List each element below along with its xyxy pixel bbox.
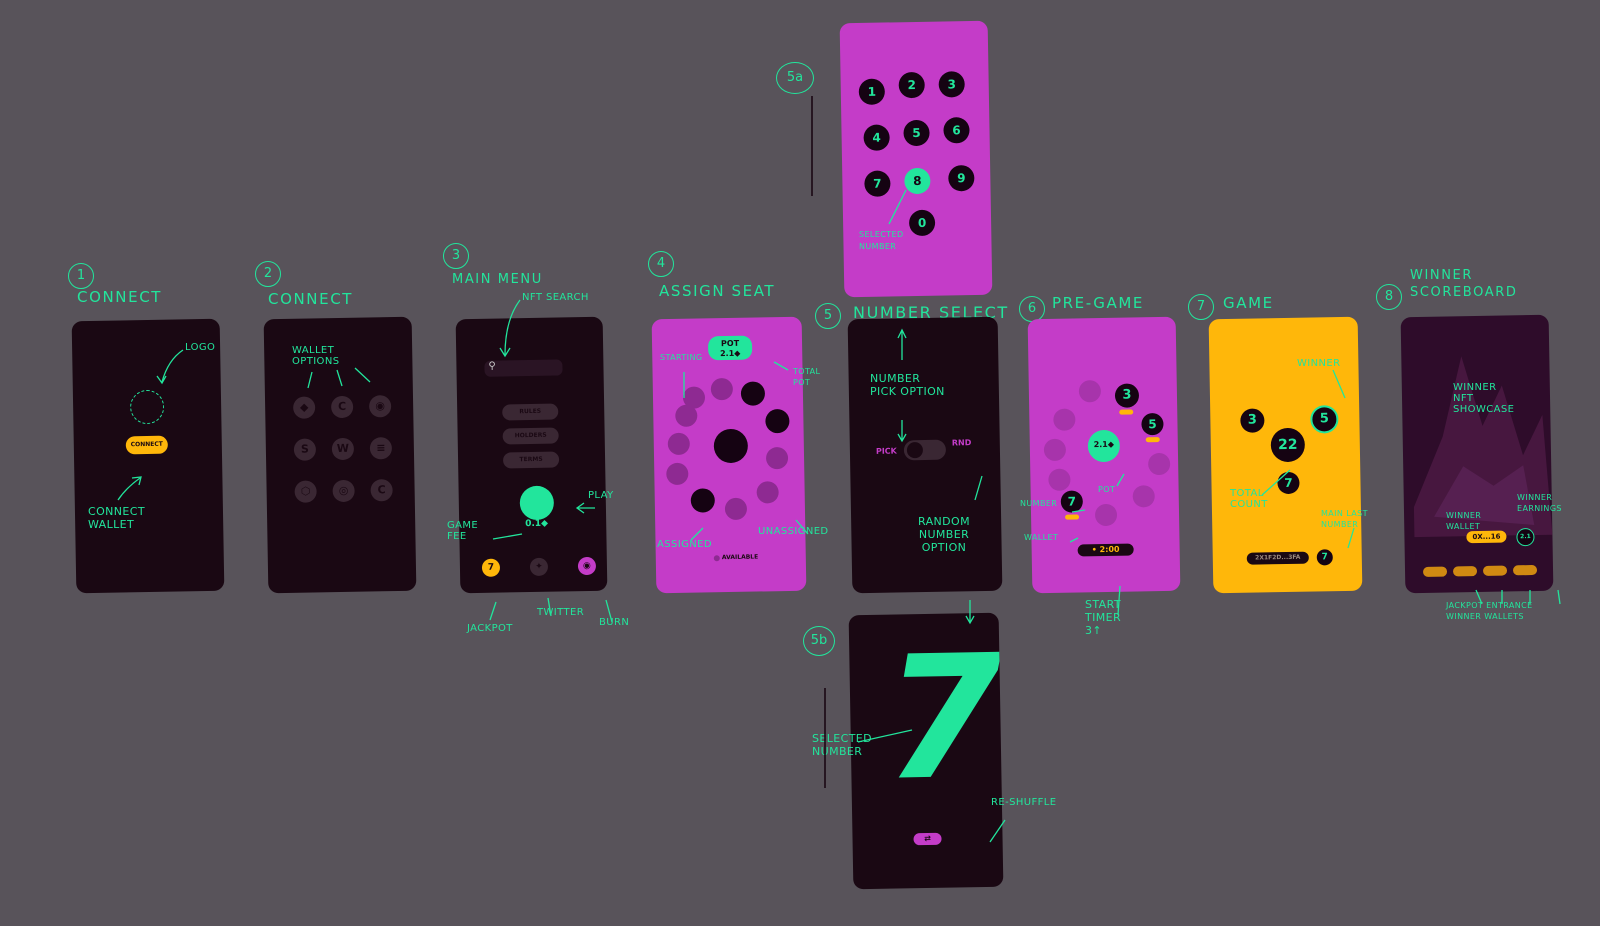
step-number: 7 bbox=[1188, 294, 1214, 320]
nft-showcase-art bbox=[1413, 356, 1553, 538]
note-burn: BURN bbox=[599, 617, 630, 628]
note-total-pot: TOTAL POT bbox=[793, 367, 821, 387]
note-wallet-options: WALLET OPTIONS bbox=[292, 345, 340, 367]
divider-line bbox=[811, 96, 813, 196]
screen-winner-scoreboard: 0X...16 2.1 bbox=[1400, 314, 1554, 594]
note-number: NUMBER bbox=[1020, 499, 1058, 508]
step-number: 2 bbox=[255, 261, 281, 287]
step-number: 1 bbox=[68, 263, 94, 289]
note-selected-number: SELECTED NUMBER bbox=[859, 230, 904, 251]
note-jackpot-winner-wallets: JACKPOT ENTRANCE WINNER WALLETS bbox=[1446, 601, 1533, 621]
step-number: 4 bbox=[648, 251, 674, 277]
step-title: WINNER SCOREBOARD bbox=[1410, 268, 1518, 300]
step-title: ASSIGN SEAT bbox=[659, 282, 776, 300]
note-unassigned: UNASSIGNED bbox=[758, 526, 829, 537]
step-number: 3 bbox=[443, 243, 469, 269]
note-jackpot: JACKPOT bbox=[467, 623, 513, 634]
note-wallet: WALLET bbox=[1024, 533, 1059, 542]
note-pot: POT bbox=[1098, 485, 1116, 494]
note-nft-search: NFT SEARCH bbox=[522, 292, 589, 303]
step-title: CONNECT bbox=[77, 288, 163, 306]
note-starting: STARTING bbox=[660, 353, 703, 362]
note-winner-nft-showcase: WINNER NFT SHOWCASE bbox=[1453, 382, 1515, 415]
note-reshuffle: RE-SHUFFLE bbox=[991, 797, 1057, 808]
note-connect-wallet: CONNECT WALLET bbox=[88, 505, 145, 531]
note-play: PLAY bbox=[588, 490, 614, 501]
note-winner-wallet: WINNER WALLET bbox=[1446, 511, 1482, 531]
step-title: CONNECT bbox=[268, 290, 354, 308]
note-game-fee: GAME FEE bbox=[447, 520, 479, 542]
note-assigned: ASSIGNED bbox=[657, 539, 712, 550]
step-title: PRE-GAME bbox=[1052, 294, 1145, 312]
note-winner: WINNER bbox=[1297, 358, 1341, 369]
note-twitter: TWITTER bbox=[537, 607, 585, 618]
note-logo: LOGO bbox=[185, 342, 216, 353]
note-random-number-option: RANDOM NUMBER OPTION bbox=[918, 515, 970, 554]
divider-line bbox=[824, 688, 826, 788]
step-title: MAIN MENU bbox=[452, 272, 543, 287]
step-number: 8 bbox=[1376, 284, 1402, 310]
note-number-pick-option: NUMBER PICK OPTION bbox=[870, 372, 945, 398]
note-start-timer: START TIMER 3↑ bbox=[1085, 598, 1122, 637]
note-winner-earnings: WINNER EARNINGS bbox=[1517, 493, 1562, 513]
note-main-last-number: MAIN LAST NUMBER bbox=[1321, 509, 1368, 529]
step-number: 5 bbox=[815, 303, 841, 329]
step-title: GAME bbox=[1223, 294, 1274, 312]
step-number: 5b bbox=[803, 626, 835, 656]
step-number: 5a bbox=[776, 62, 814, 94]
note-total-count: TOTAL COUNT bbox=[1230, 488, 1268, 510]
